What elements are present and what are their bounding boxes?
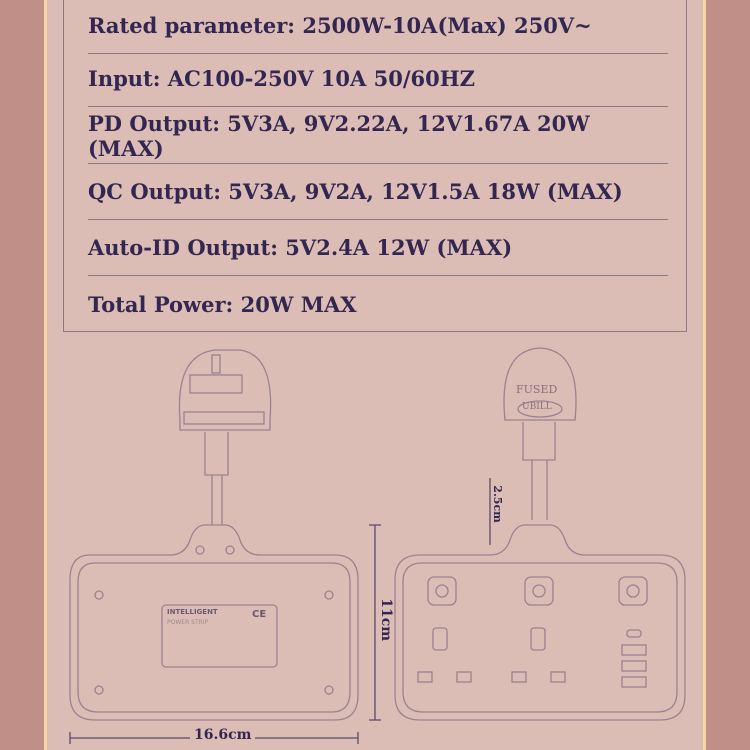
- spec-table: Rated parameter: 2500W-10A(Max) 250V~ In…: [63, 0, 687, 332]
- cable-dimension-label: 2.5cm: [490, 485, 504, 523]
- spec-total-power: Total Power: 20W MAX: [88, 291, 357, 317]
- spec-autoid-output: Auto-ID Output: 5V2.4A 12W (MAX): [88, 220, 668, 276]
- strip-back-drawing: [69, 524, 359, 721]
- spec-qc-output: QC Output: 5V3A, 9V2A, 12V1.5A 18W (MAX): [88, 164, 668, 220]
- height-dimension-label: 11cm: [377, 598, 395, 642]
- plug-brand-text: UBILL: [522, 402, 552, 412]
- spec-input: Input: AC100-250V 10A 50/60HZ: [88, 51, 668, 107]
- plug-front-drawing: [503, 347, 577, 520]
- strip-front-drawing: [394, 524, 686, 721]
- spec-pd-output: PD Output: 5V3A, 9V2.22A, 12V1.67A 20W (…: [88, 108, 668, 164]
- label-title: INTELLIGENT: [167, 608, 218, 616]
- plug-fused-text: FUSED: [516, 383, 558, 396]
- dimension-lines: [69, 478, 491, 744]
- power-button-icons: [427, 576, 648, 606]
- label-subtitle: POWER STRIP: [167, 619, 209, 626]
- spec-rated: Rated parameter: 2500W-10A(Max) 250V~: [88, 0, 668, 54]
- ce-mark: CE: [252, 609, 267, 620]
- plug-back-drawing: [178, 349, 272, 525]
- width-dimension-label: 16.6cm: [190, 727, 256, 744]
